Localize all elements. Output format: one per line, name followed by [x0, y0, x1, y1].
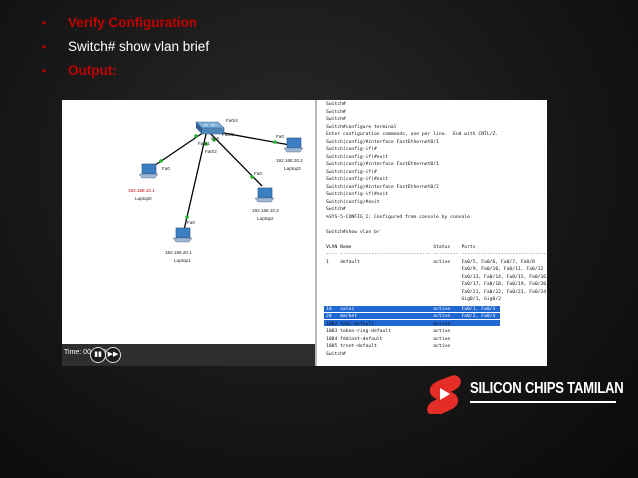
- terminal-line: Switch(config)#interface FastEthernet0/1: [326, 139, 439, 145]
- device-label: Laptop0: [135, 196, 152, 201]
- device-label: Laptop1: [174, 258, 191, 263]
- port-label: Fa0: [162, 166, 170, 171]
- terminal-line: 1004 fddinet-default active: [326, 336, 451, 342]
- bullet-output: • Output:: [42, 62, 209, 86]
- screenshot-panel: Fa0/4 Fa0/1 Fa0/3 Fa0/2 sw0 Fa0 192.168.…: [62, 100, 547, 366]
- terminal-line: 1003 token-ring-default active: [326, 329, 451, 334]
- ip-label: 192.168.20.2: [276, 158, 303, 163]
- terminal-line: Switch#: [326, 207, 346, 212]
- port-label: Fa0/1: [198, 141, 210, 146]
- bullet-text: Switch# show vlan brief: [68, 39, 210, 54]
- simulation-bar: Time: 00:29:01 ▮▮ ▶▶: [62, 344, 315, 366]
- terminal-line: Fa0/9, Fa0/10, Fa0/11, Fa0/12: [326, 267, 544, 272]
- bullet-icon: •: [42, 16, 47, 30]
- terminal-line: Fa0/17, Fa0/18, Fa0/19, Fa0/20: [326, 282, 547, 287]
- highlight-bar: [324, 306, 500, 313]
- port-label: Fa0: [254, 171, 262, 176]
- youtube-shorts-icon: [427, 375, 461, 414]
- ip-label: 192.168.10.2: [252, 208, 279, 213]
- packet-tracer-workspace[interactable]: Fa0/4 Fa0/1 Fa0/3 Fa0/2 sw0 Fa0 192.168.…: [62, 100, 315, 366]
- terminal-line: 1005 trnet-default active: [326, 344, 451, 349]
- ip-label: 192.168.20.1: [165, 250, 192, 255]
- terminal-line: Switch(config-if)#: [326, 147, 377, 152]
- terminal-line: Switch#: [326, 102, 346, 107]
- logo-underline: [470, 401, 616, 403]
- pause-icon[interactable]: ▮▮: [90, 347, 106, 363]
- terminal-line-highlighted: 10 sales active Fa0/1, Fa0/3: [326, 306, 496, 312]
- terminal-line: Gig0/1, Gig0/2: [326, 297, 501, 302]
- port-label: Fa0/4: [226, 118, 238, 123]
- bullet-list: • Verify Configuration • Switch# show vlan…: [42, 14, 209, 86]
- terminal-line: Switch(config-if)#exit: [326, 154, 389, 160]
- device-label: Laptop3: [284, 166, 301, 171]
- port-label: Fa0/3: [222, 132, 234, 137]
- terminal-line-highlighted: 20 market active Fa0/2, Fa0/4: [326, 314, 496, 319]
- terminal-line: Fa0/13, Fa0/14, Fa0/15, Fa0/16: [326, 274, 547, 280]
- bullet-text: Verify Configuration: [68, 15, 198, 30]
- switch-label: sw0: [211, 136, 220, 141]
- terminal-line: 1002 fddi-default active: [326, 321, 451, 327]
- terminal-line: Switch(config)#interface FastEthernet0/2: [326, 184, 439, 190]
- port-label: Fa0/2: [205, 149, 217, 154]
- highlight-bar: [324, 319, 500, 326]
- laptop-icon[interactable]: [172, 227, 193, 243]
- bullet-verify-configuration: • Verify Configuration: [42, 14, 209, 38]
- terminal-line: Switch#: [326, 109, 346, 115]
- terminal-line: ---- -------------------------------- --…: [326, 252, 547, 257]
- terminal-line: %SYS-5-CONFIG_I: Configured from console…: [326, 214, 470, 220]
- bullet-command: • Switch# show vlan brief: [42, 38, 209, 62]
- terminal-line: Switch#configure terminal: [326, 124, 397, 130]
- switch-icon[interactable]: [195, 121, 225, 135]
- topology-canvas: [138, 121, 304, 243]
- laptop-icon[interactable]: [138, 163, 159, 179]
- terminal-line: Switch#: [326, 117, 346, 122]
- terminal-line: Fa0/21, Fa0/22, Fa0/23, Fa0/24: [326, 289, 547, 295]
- terminal-line: VLAN Name Status Ports: [326, 244, 476, 250]
- bullet-icon: •: [42, 40, 47, 54]
- bullet-icon: •: [42, 64, 47, 78]
- terminal-line: Switch(config)#interface FastEthernet0/1: [326, 162, 439, 167]
- terminal-line: Switch(config)#exit: [326, 199, 380, 205]
- channel-logo: SILICON CHIPS TAMILAN: [424, 372, 624, 414]
- highlight-bar: [324, 313, 500, 320]
- cli-terminal[interactable]: Switch# Switch# Switch# Switch#configure…: [317, 100, 547, 366]
- terminal-line: Switch#: [326, 351, 346, 357]
- port-label: Fa0: [276, 134, 284, 139]
- device-label: Laptop2: [257, 216, 274, 221]
- terminal-line: Switch(config-if)#exit: [326, 177, 389, 182]
- fast-forward-icon[interactable]: ▶▶: [105, 347, 121, 363]
- terminal-line: Switch(config-if)#exit: [326, 192, 389, 197]
- ip-label: 192.168.10.1: [128, 188, 155, 193]
- terminal-line: Switch#show vlan br: [326, 229, 380, 235]
- bullet-text: Output:: [68, 63, 117, 78]
- terminal-line: Enter configuration commands, one per li…: [326, 132, 499, 137]
- terminal-line: Switch(config-if)#: [326, 169, 377, 175]
- window-divider: [315, 100, 317, 366]
- laptop-icon[interactable]: [254, 187, 275, 203]
- time-display: Time: 00:29:01: [64, 349, 111, 356]
- port-label: Fa0: [187, 220, 195, 225]
- laptop-icon[interactable]: [283, 137, 304, 153]
- channel-name: SILICON CHIPS TAMILAN: [470, 380, 624, 397]
- terminal-line: 1 default active Fa0/5, Fa0/6, Fa0/7, Fa…: [326, 259, 535, 265]
